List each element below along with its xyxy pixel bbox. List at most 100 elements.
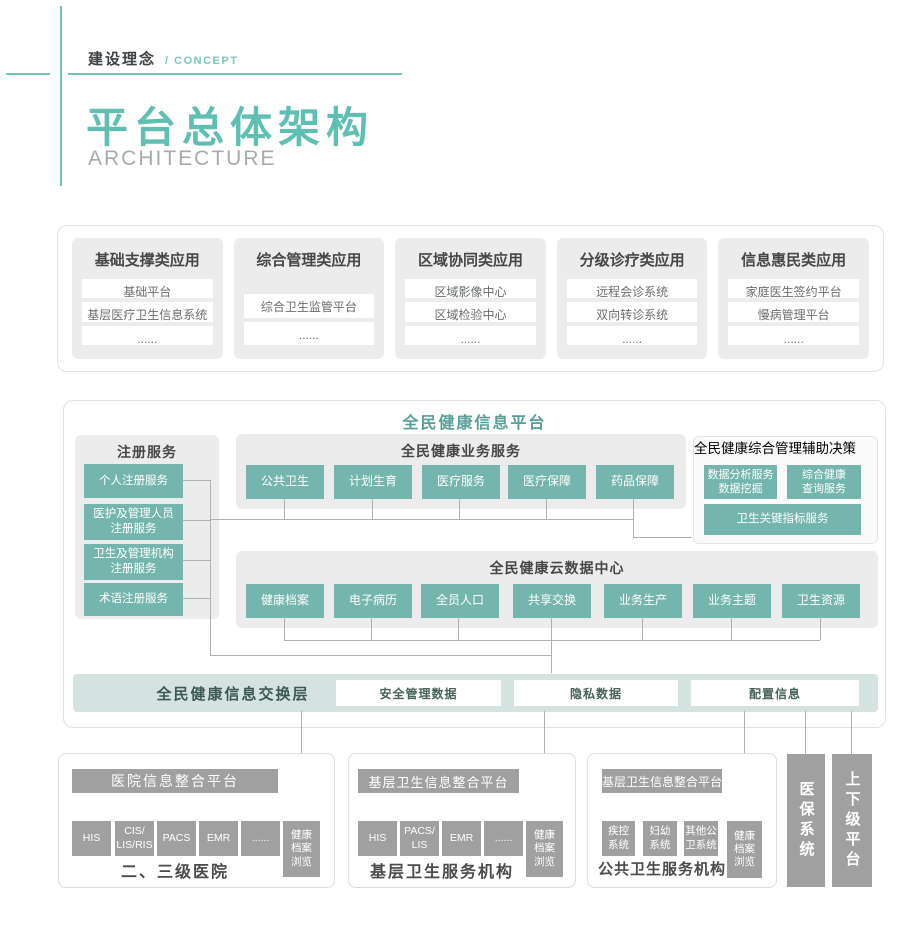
system-box: 妇幼 系统: [643, 821, 677, 856]
connector-line: [284, 617, 285, 640]
panel-item: 家庭医生签约平台: [728, 279, 859, 299]
connector-line: [210, 480, 211, 655]
cloud-box: 业务生产: [604, 584, 682, 618]
system-box: ......: [484, 821, 523, 856]
section-label: 建设理念 / CONCEPT: [88, 48, 238, 69]
panel-comprehensive-management: 综合管理类应用 综合卫生监管平台 ......: [233, 238, 385, 359]
business-box: 药品保障: [596, 465, 674, 499]
system-box: CIS/ LIS/RIS: [115, 821, 154, 856]
panel-item: 慢病管理平台: [728, 302, 859, 322]
cloud-title: 全民健康云数据中心: [489, 560, 625, 576]
connector-line: [459, 498, 460, 519]
page-title: 平台总体架构: [86, 104, 375, 151]
connector-line: [805, 711, 806, 754]
registration-box: 术语注册服务: [84, 583, 183, 616]
connector-line: [546, 498, 547, 519]
system-box: HIS: [72, 821, 111, 856]
exchange-title: 全民健康信息交换层: [156, 685, 310, 703]
exchange-box: 安全管理数据: [336, 680, 501, 706]
cloud-box: 共享交换: [513, 584, 591, 618]
panel-regional-collaboration: 区域协同类应用 区域影像中心 区域检验中心 ......: [395, 238, 546, 359]
business-box: 医疗服务: [422, 465, 500, 499]
decision-box: 卫生关键指标服务: [704, 504, 861, 535]
connector-line: [182, 480, 210, 481]
panel-item: 区域检验中心: [405, 302, 536, 322]
panel-item: ......: [405, 325, 536, 345]
panel-item: ......: [243, 321, 375, 345]
panel-title: 基础支撑类应用: [94, 252, 200, 269]
panel-tiered-diagnosis: 分级诊疗类应用 远程会诊系统 双向转诊系统 ......: [556, 238, 708, 359]
system-box: 疾控 系统: [602, 821, 635, 856]
panel-title: 信息惠民类应用: [741, 252, 847, 269]
cloud-box: 健康档案: [246, 584, 324, 618]
business-services-panel: 全民健康业务服务 公共卫生 计划生育 医疗服务 医疗保障 药品保障: [236, 434, 686, 509]
application-categories-container: 基础支撑类应用 基础平台 基层医疗卫生信息系统 ...... 综合管理类应用 综…: [57, 225, 884, 372]
cloud-box: 全员人口: [421, 584, 499, 618]
connector-line: [551, 640, 552, 673]
panel-item: 区域影像中心: [405, 279, 536, 299]
connector-line: [371, 617, 372, 640]
exchange-box: 隐私数据: [514, 680, 678, 706]
primary-integration-bar: 基层卫生信息整合平台: [358, 769, 519, 793]
registration-box: 卫生及管理机构 注册服务: [84, 544, 183, 580]
panel-public-benefit: 信息惠民类应用 家庭医生签约平台 慢病管理平台 ......: [718, 238, 869, 359]
system-box: EMR: [199, 821, 238, 856]
panel-item: 基础平台: [82, 279, 213, 299]
panel-item: 双向转诊系统: [566, 302, 698, 322]
hospital-integration-bar: 医院信息整合平台: [72, 769, 278, 793]
header-vertical-line: [60, 6, 62, 186]
system-box: PACS: [157, 821, 196, 856]
cloud-data-center-panel: 全民健康云数据中心 健康档案 电子病历 全员人口 共享交换 业务生产 业务主题 …: [236, 551, 878, 628]
business-box: 公共卫生: [246, 465, 324, 499]
system-box: HIS: [358, 821, 397, 856]
connector-line: [284, 640, 820, 641]
panel-title: 综合管理类应用: [256, 252, 362, 269]
cloud-box: 业务主题: [693, 584, 771, 618]
system-box: 其他公 卫系统: [684, 821, 718, 856]
business-box: 医疗保障: [508, 465, 586, 499]
medical-insurance-bar: 医保系统: [787, 754, 825, 887]
information-exchange-layer: 全民健康信息交换层 安全管理数据 隐私数据 配置信息: [73, 674, 878, 712]
connector-line: [182, 560, 210, 561]
section-label-en: / CONCEPT: [165, 55, 239, 67]
decision-box: 综合健康 查询服务: [787, 465, 861, 499]
panel-title: 区域协同类应用: [417, 252, 523, 269]
panel-item: 综合卫生监管平台: [243, 294, 375, 318]
hospital-section-label: 二、三级医院: [120, 864, 229, 881]
archive-browse-box: 健康 档案 浏览: [727, 821, 762, 878]
connector-line: [551, 617, 552, 640]
cloud-box: 电子病历: [334, 584, 412, 618]
connector-line: [642, 617, 643, 640]
header-dash-line: [6, 73, 50, 75]
registration-box: 医护及管理人员 注册服务: [84, 504, 183, 540]
archive-browse-box: 健康 档案 浏览: [526, 821, 563, 877]
panel-title: 分级诊疗类应用: [579, 252, 685, 269]
connector-line: [633, 537, 692, 538]
panel-basic-support: 基础支撑类应用 基础平台 基层医疗卫生信息系统 ......: [72, 238, 223, 359]
panel-item: 远程会诊系统: [566, 279, 698, 299]
health-information-platform: 全民健康信息平台 注册服务 个人注册服务 医护及管理人员 注册服务 卫生及管理机…: [63, 400, 886, 728]
connector-line: [182, 598, 210, 599]
panel-item: 基层医疗卫生信息系统: [82, 302, 213, 322]
exchange-box: 配置信息: [691, 680, 859, 706]
section-label-zh: 建设理念: [88, 51, 157, 68]
public-section-label: 公共卫生服务机构: [597, 861, 726, 878]
connector-line: [731, 617, 732, 640]
connector-line: [182, 520, 210, 521]
connector-line: [284, 498, 285, 519]
decision-support-panel: 全民健康综合管理辅助决策 数据分析服务 数据挖掘 综合健康 查询服务 卫生关键指…: [693, 436, 878, 544]
system-box: PACS/ LIS: [400, 821, 439, 856]
connector-line: [210, 655, 551, 656]
upper-lower-platform-bar: 上下级平台: [832, 754, 872, 887]
header-horizontal-line: [68, 73, 402, 75]
business-box: 计划生育: [334, 465, 412, 499]
cloud-box: 卫生资源: [782, 584, 860, 618]
system-box: EMR: [442, 821, 481, 856]
connector-line: [633, 498, 634, 519]
public-integration-bar: 基层卫生信息整合平台: [602, 769, 722, 793]
registration-box: 个人注册服务: [84, 464, 183, 498]
panel-item: ......: [566, 325, 698, 345]
connector-line: [372, 498, 373, 519]
primary-section-label: 基层卫生服务机构: [369, 864, 514, 881]
